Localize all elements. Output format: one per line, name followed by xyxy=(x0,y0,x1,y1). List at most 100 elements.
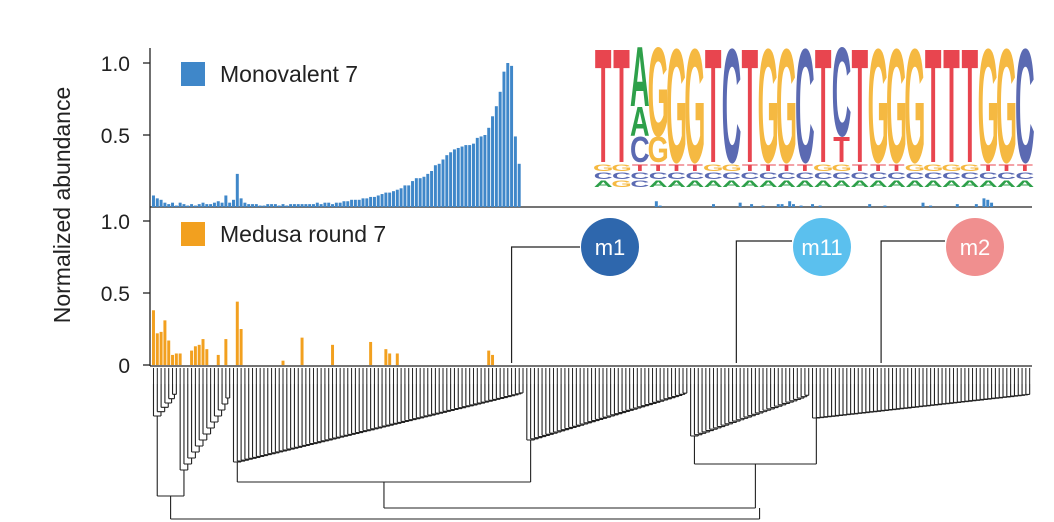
logo-letter-22-0: G xyxy=(996,14,1017,197)
annotation-leader-m1 xyxy=(510,246,580,363)
logo-small-letter-9-1: C xyxy=(759,171,778,181)
logo-letter-19-0: T xyxy=(943,14,960,197)
monovalent-bar-9 xyxy=(186,205,190,207)
medusa-bar-89 xyxy=(491,354,495,365)
logo-small-letter-8-0: T xyxy=(742,163,758,173)
medusa-bar-4 xyxy=(167,340,171,365)
monovalent-bar-157 xyxy=(750,204,754,207)
monovalent-bar-220 xyxy=(990,202,994,207)
monovalent-bar-53 xyxy=(353,199,357,207)
medusa-bar-12 xyxy=(197,344,201,365)
monovalent-bar-79 xyxy=(452,149,456,207)
monovalent-bar-10 xyxy=(190,204,194,207)
medusa-bar-0 xyxy=(152,310,155,365)
logo-small-letter-0-0: G xyxy=(593,163,613,173)
logo-small-letter-19-0: G xyxy=(941,163,961,173)
monovalent-bar-132 xyxy=(654,201,658,207)
monovalent-bar-95 xyxy=(513,136,517,207)
monovalent-bar-70 xyxy=(418,178,422,207)
logo-small-letter-14-2: A xyxy=(850,179,869,189)
medusa-bar-10 xyxy=(190,350,194,365)
monovalent-bar-64 xyxy=(395,189,399,207)
monovalent-bar-14 xyxy=(205,204,209,207)
dendrogram xyxy=(152,368,1031,520)
monovalent-bar-192 xyxy=(883,205,887,207)
dendrogram-leaves xyxy=(152,368,1031,384)
logo-small-letter-9-0: T xyxy=(760,163,776,173)
monovalent-bar-81 xyxy=(460,146,464,207)
annotation-badge-m2 xyxy=(946,218,1004,276)
monovalent-bar-33 xyxy=(277,205,281,207)
logo-small-letter-22-0: T xyxy=(998,163,1014,173)
logo-small-letter-18-1: C xyxy=(924,171,943,181)
monovalent-bar-60 xyxy=(380,194,384,207)
logo-small-letter-17-2: A xyxy=(905,179,924,189)
dendrogram-cluster-d xyxy=(526,384,688,441)
legend-swatch-medusa xyxy=(181,222,205,246)
monovalent-bar-15 xyxy=(209,204,213,207)
monovalent-bar-39 xyxy=(300,204,304,207)
monovalent-bar-160 xyxy=(761,205,765,207)
monovalent-bar-50 xyxy=(342,201,346,207)
monovalent-bar-168 xyxy=(792,204,795,207)
logo-small-letter-6-1: C xyxy=(704,171,723,181)
logo-letter-6-0: T xyxy=(705,14,722,197)
annotation-label-m2: m2 xyxy=(960,235,991,260)
logo-small-letter-23-2: A xyxy=(1015,179,1034,189)
monovalent-bar-167 xyxy=(788,201,792,207)
monovalent-bar-93 xyxy=(506,63,510,207)
logo-small-letter-8-1: C xyxy=(740,171,759,181)
logo-letter-3-0: G xyxy=(648,23,669,164)
logo-letter-14-0: T xyxy=(852,14,869,197)
monovalent-bar-84 xyxy=(472,143,475,207)
logo-small-letter-4-1: C xyxy=(667,171,686,181)
logo-small-letter-10-1: C xyxy=(777,171,796,181)
annotation-label-m11: m11 xyxy=(801,235,842,260)
logo-letter-1-0: T xyxy=(613,14,630,197)
monovalent-bar-17 xyxy=(216,201,220,207)
monovalent-bar-202 xyxy=(921,202,925,207)
monovalent-bar-204 xyxy=(929,205,933,207)
logo-small-letter-13-1: C xyxy=(832,171,851,181)
monovalent-bar-40 xyxy=(304,204,308,207)
monovalent-bar-56 xyxy=(365,198,369,207)
logo-small-letter-17-1: C xyxy=(905,171,924,181)
medusa-bar-39 xyxy=(300,337,304,365)
monovalent-bar-219 xyxy=(986,199,990,207)
legend-label-medusa: Medusa round 7 xyxy=(220,221,386,247)
logo-small-letter-19-1: C xyxy=(942,171,961,181)
medusa-bar-62 xyxy=(388,353,392,365)
logo-letter-12-0: T xyxy=(815,14,832,197)
logo-letter-10-0: G xyxy=(776,14,797,197)
monovalent-bar-72 xyxy=(426,173,430,207)
logo-small-letter-20-2: A xyxy=(960,179,979,189)
monovalent-bar-63 xyxy=(392,191,395,207)
logo-small-letter-18-0: G xyxy=(923,163,943,173)
logo-small-letter-11-0: T xyxy=(797,163,813,173)
annotation-leader-m11 xyxy=(735,240,792,363)
monovalent-bar-67 xyxy=(407,185,411,207)
medusa-bar-23 xyxy=(239,329,243,365)
medusa-bar-17 xyxy=(216,354,220,365)
medusa-bar-1 xyxy=(155,333,159,365)
monovalent-bar-25 xyxy=(247,204,251,207)
medusa-bar-11 xyxy=(193,346,197,365)
monovalent-bar-91 xyxy=(498,91,502,207)
logo-small-letter-12-1: C xyxy=(814,171,833,181)
dendrogram-cluster-b xyxy=(179,384,231,471)
monovalent-bar-55 xyxy=(361,198,365,207)
logo-letter-4-0: G xyxy=(666,14,687,197)
monovalent-bar-44 xyxy=(319,204,323,207)
logo-small-letter-16-0: T xyxy=(888,163,904,173)
logo-small-letter-6-0: G xyxy=(703,163,723,173)
bottom-ytick-label-2: 1.0 xyxy=(101,211,130,234)
logo-small-letter-16-1: C xyxy=(887,171,906,181)
monovalent-bar-94 xyxy=(510,65,514,207)
monovalent-bar-82 xyxy=(464,145,468,207)
monovalent-bar-71 xyxy=(422,176,426,207)
dendrogram-cluster-e xyxy=(690,384,810,437)
monovalent-bar-211 xyxy=(955,204,959,207)
logo-small-letter-7-2: A xyxy=(722,179,741,189)
logo-small-letter-21-1: C xyxy=(979,171,998,181)
